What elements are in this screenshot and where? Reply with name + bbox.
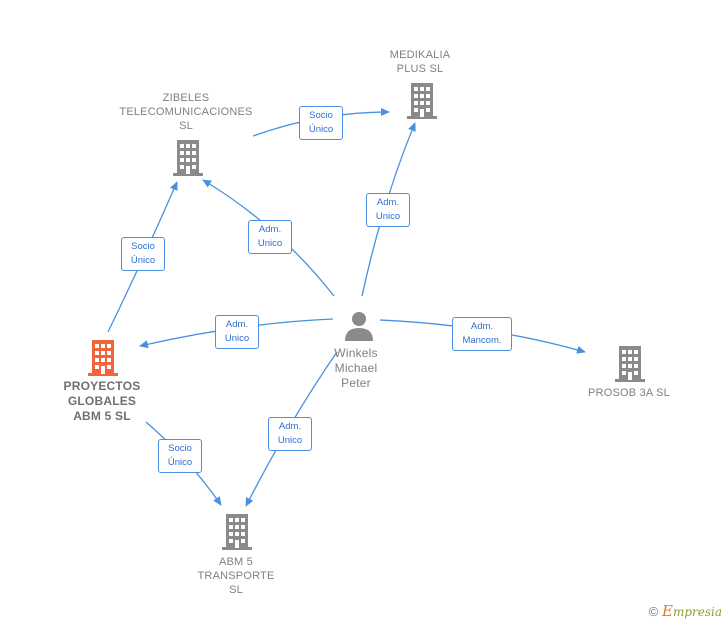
edge-label-adm-unico: Adm. Unico [268, 417, 312, 451]
node-label-proyectos[interactable]: PROYECTOS GLOBALES ABM 5 SL [63, 379, 141, 423]
building-icon[interactable] [615, 346, 645, 387]
node-label-winkels[interactable]: Winkels Michael Peter [334, 346, 378, 390]
edge-label-socio-unico: Socio Único [299, 106, 343, 140]
brand-logo[interactable]: Empresia [661, 602, 722, 620]
edge-label-socio-unico: Socio Único [158, 439, 202, 473]
node-label-abm5[interactable]: ABM 5 TRANSPORTE SL [197, 556, 275, 596]
building-icon[interactable] [407, 83, 437, 124]
building-icon-main[interactable] [88, 340, 118, 381]
edge-label-socio-unico: Socio Único [121, 237, 165, 271]
edge-label-adm-unico: Adm. Unico [248, 220, 292, 254]
copyright-icon: © [648, 604, 659, 619]
edge-label-adm-unico: Adm. Unico [366, 193, 410, 227]
node-label-zibeles[interactable]: ZIBELES TELECOMUNICACIONES SL [119, 92, 253, 132]
edge-label-adm-mancom: Adm. Mancom. [452, 317, 512, 351]
node-label-prosob[interactable]: PROSOB 3A SL [588, 387, 670, 399]
edge-label-adm-unico: Adm. Unico [215, 315, 259, 349]
building-icon[interactable] [173, 140, 203, 181]
person-icon[interactable] [343, 310, 375, 347]
node-label-medikalia[interactable]: MEDIKALIA PLUS SL [389, 49, 451, 75]
building-icon[interactable] [222, 514, 252, 555]
footer-brand: © Empresia [649, 602, 722, 620]
